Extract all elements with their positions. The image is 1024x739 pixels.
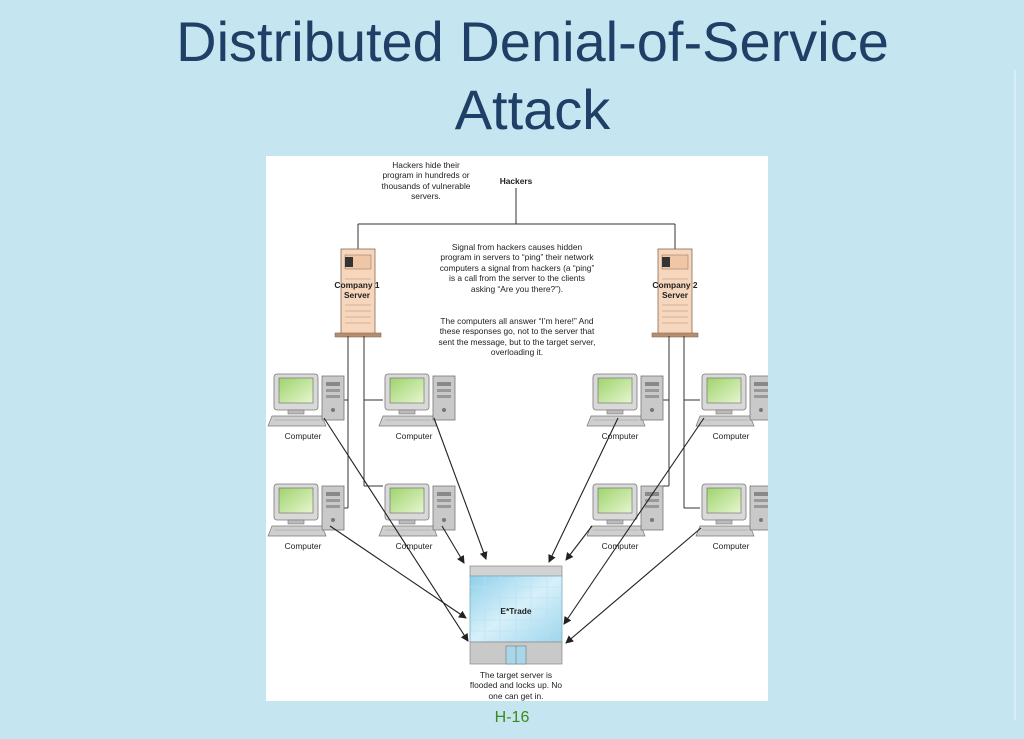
- target-note: The target server is flooded and locks u…: [469, 670, 563, 701]
- slide-edge-rule: [1014, 70, 1016, 720]
- computer-5-label: Computer: [284, 541, 322, 551]
- flood-arrows: [323, 417, 705, 644]
- page-number: H-16: [494, 709, 530, 726]
- hackers-label: Hackers: [499, 176, 533, 186]
- target-server-building: [469, 565, 563, 665]
- computer-7-label: Computer: [601, 541, 639, 551]
- server-network-lines: [338, 336, 700, 509]
- computer-1-label: Computer: [284, 431, 322, 441]
- target-server-label: E*Trade: [500, 606, 532, 616]
- hacker-links: [357, 188, 676, 250]
- computer-3: [586, 373, 664, 427]
- computer-2-label: Computer: [395, 431, 433, 441]
- answer-note: The computers all answer “I’m here!” And…: [438, 316, 596, 358]
- computer-1: [267, 373, 345, 427]
- computer-7: [586, 483, 664, 537]
- computer-8: [695, 483, 768, 537]
- computer-8-label: Computer: [712, 541, 750, 551]
- computer-2: [378, 373, 456, 427]
- hide-note: Hackers hide their program in hundreds o…: [381, 160, 471, 202]
- computer-3-label: Computer: [601, 431, 639, 441]
- signal-note: Signal from hackers causes hidden progra…: [439, 242, 595, 294]
- computer-4-label: Computer: [712, 431, 750, 441]
- slide-title: Distributed Denial-of-Service Attack: [176, 10, 889, 141]
- company-2-server-label: Company 2 Server: [652, 280, 698, 301]
- company-1-server-label: Company 1 Server: [334, 280, 380, 301]
- computer-6-label: Computer: [395, 541, 433, 551]
- computer-4: [695, 373, 768, 427]
- ddos-diagram: Hackers hide their program in hundreds o…: [266, 156, 768, 701]
